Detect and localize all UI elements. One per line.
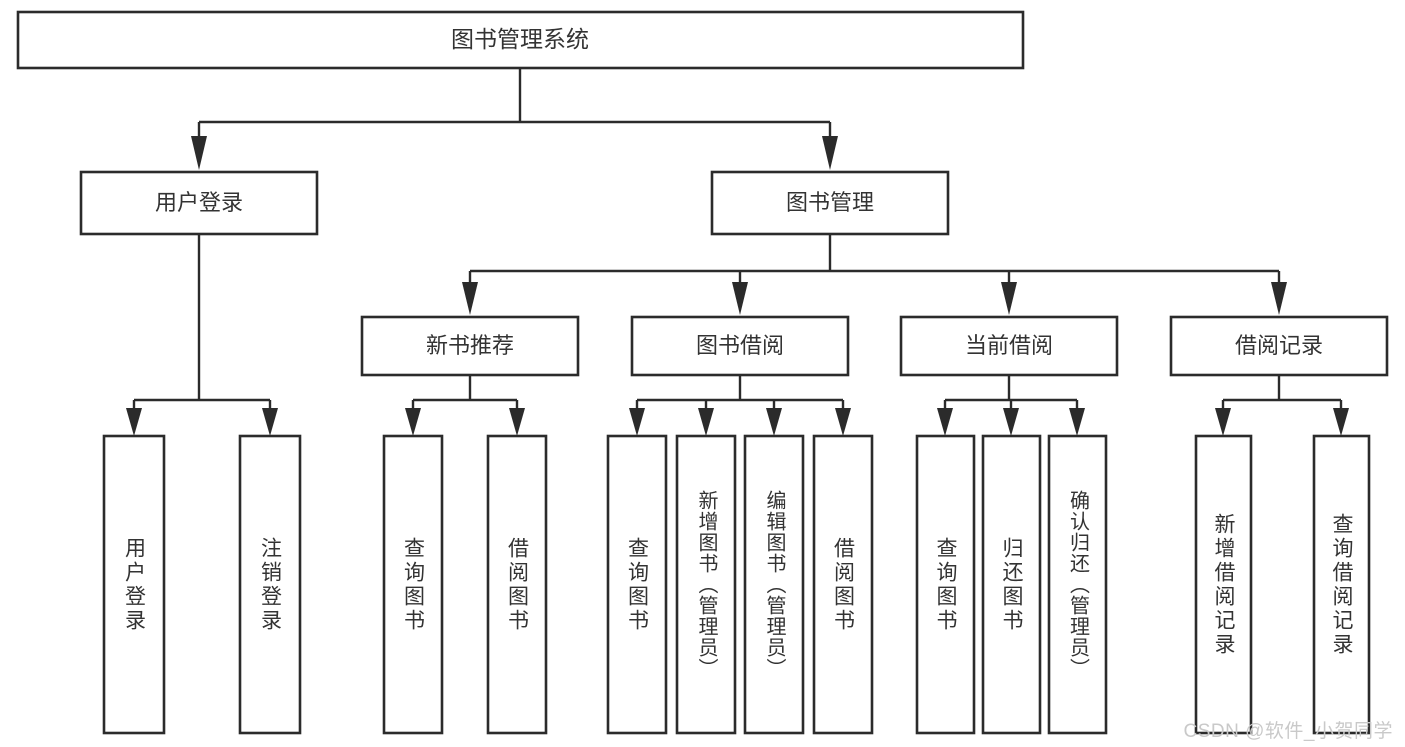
node-borrow-record-label: 借阅记录 <box>1235 333 1323 358</box>
node-user-login-box[interactable] <box>79 170 319 236</box>
node-current-borrow-label: 当前借阅 <box>965 333 1053 358</box>
node-root-box[interactable] <box>16 10 1025 70</box>
node-borrow-record-box[interactable] <box>1169 315 1389 377</box>
arrow-head-new-book <box>462 282 478 315</box>
leaf-box-return-book[interactable] <box>981 434 1042 735</box>
arrow-head-book-borrow <box>732 282 748 315</box>
node-book-manage-box[interactable] <box>710 170 950 236</box>
node-book-manage-label: 图书管理 <box>786 190 874 215</box>
arrow-head-leaf-add-book <box>698 408 714 436</box>
arrow-head-leaf-query-book-1 <box>405 408 421 436</box>
node-new-book-recommend-label: 新书推荐 <box>426 333 514 358</box>
connector-group-root-to-level2 <box>191 68 838 170</box>
node-user-login-label: 用户登录 <box>155 190 243 215</box>
node-current-borrow-box[interactable] <box>899 315 1119 377</box>
node-book-borrow-box[interactable] <box>630 315 850 377</box>
node-current-borrow[interactable]: 当前借阅 <box>899 315 1119 377</box>
node-book-manage[interactable]: 图书管理 <box>710 170 950 236</box>
arrow-head-leaf-query-book-3 <box>937 408 953 436</box>
arrow-head-leaf-confirm-return <box>1069 408 1085 436</box>
leaf-box-user-logout[interactable] <box>238 434 302 735</box>
leaf-box-query-book-1[interactable] <box>382 434 444 735</box>
node-book-borrow-label: 图书借阅 <box>696 333 784 358</box>
arrow-head-book-manage <box>822 136 838 170</box>
leaf-box-query-book-3[interactable] <box>915 434 976 735</box>
leaf-box-edit-book[interactable] <box>743 434 805 735</box>
arrow-head-leaf-user-logout <box>262 408 278 436</box>
arrow-head-borrow-record <box>1271 282 1287 315</box>
arrow-head-current-borrow <box>1001 282 1017 315</box>
connector-group-book-manage-to-level3 <box>462 234 1287 315</box>
node-book-borrow[interactable]: 图书借阅 <box>630 315 850 377</box>
node-user-login[interactable]: 用户登录 <box>79 170 319 236</box>
arrow-head-leaf-return-book <box>1003 408 1019 436</box>
node-root[interactable]: 图书管理系统 <box>16 10 1025 70</box>
arrow-head-leaf-edit-book <box>766 408 782 436</box>
connector-group-new-book-to-leaves <box>405 375 525 436</box>
leaf-box-user-login[interactable] <box>102 434 166 735</box>
node-new-book-recommend[interactable]: 新书推荐 <box>360 315 580 377</box>
leaf-box-borrow-book-2[interactable] <box>812 434 874 735</box>
arrow-head-leaf-add-record <box>1215 408 1231 436</box>
arrow-head-leaf-borrow-book-1 <box>509 408 525 436</box>
arrow-head-leaf-query-record <box>1333 408 1349 436</box>
leaf-box-add-record[interactable] <box>1194 434 1253 735</box>
csdn-watermark: CSDN @软件_小贺同学 <box>1183 721 1393 742</box>
arrow-head-leaf-borrow-book-2 <box>835 408 851 436</box>
leaf-box-confirm-return[interactable] <box>1047 434 1108 735</box>
node-new-book-recommend-box[interactable] <box>360 315 580 377</box>
connector-group-user-login-to-leaves <box>126 234 278 436</box>
node-borrow-record[interactable]: 借阅记录 <box>1169 315 1389 377</box>
leaf-box-borrow-book-1[interactable] <box>486 434 548 735</box>
connector-group-current-borrow-to-leaves <box>937 375 1085 436</box>
arrow-head-user-login <box>191 136 207 170</box>
leaf-box-group <box>102 434 1371 735</box>
leaf-box-query-book-2[interactable] <box>606 434 668 735</box>
connector-group-borrow-record-to-leaves <box>1215 375 1349 436</box>
arrow-head-leaf-user-login <box>126 408 142 436</box>
node-root-label: 图书管理系统 <box>451 26 589 52</box>
arrow-head-leaf-query-book-2 <box>629 408 645 436</box>
leaf-box-add-book[interactable] <box>675 434 737 735</box>
leaf-box-query-record[interactable] <box>1312 434 1371 735</box>
connector-group-book-borrow-to-leaves <box>629 375 851 436</box>
